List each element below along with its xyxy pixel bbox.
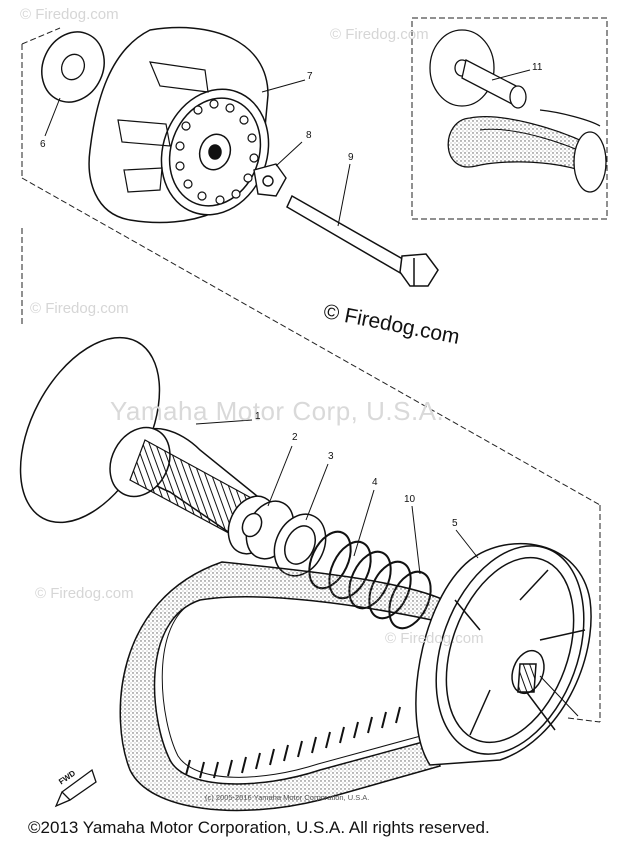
part-7-drum bbox=[88, 26, 270, 224]
watermark-firedog: © Firedog.com bbox=[35, 585, 134, 602]
watermark-yamaha: Yamaha Motor Corp, U.S.A. bbox=[110, 396, 445, 426]
callout-2: 2 bbox=[292, 432, 298, 443]
watermark-firedog: © Firedog.com bbox=[385, 630, 484, 647]
assembly-boundary-lines bbox=[21, 27, 601, 723]
callout-10: 10 bbox=[404, 494, 416, 505]
callout-leaders bbox=[44, 69, 579, 717]
watermark-firedog: © Firedog.com bbox=[30, 300, 129, 317]
inset-pulley bbox=[429, 29, 607, 193]
watermark-firedog: © Firedog.com bbox=[20, 6, 119, 23]
part-9-bolt bbox=[286, 194, 439, 287]
forward-arrow bbox=[54, 768, 97, 808]
callout-4: 4 bbox=[372, 477, 378, 488]
callout-6: 6 bbox=[40, 139, 46, 150]
callout-1: 1 bbox=[255, 411, 261, 422]
belt-teeth bbox=[185, 706, 401, 779]
part-3-spring-seat bbox=[273, 513, 327, 577]
fine-print-copyright: (c) 2005-2016 Yamaha Motor Corporation, … bbox=[205, 793, 370, 802]
callout-8: 8 bbox=[306, 130, 312, 141]
part-5-secondary-sheave bbox=[415, 542, 592, 766]
callout-5: 5 bbox=[452, 518, 458, 529]
drive-belt bbox=[119, 561, 446, 812]
callout-9: 9 bbox=[348, 152, 354, 163]
copyright-footer: ©2013 Yamaha Motor Corporation, U.S.A. A… bbox=[28, 818, 490, 837]
callout-7: 7 bbox=[307, 71, 313, 82]
part-6-washer bbox=[41, 31, 105, 103]
callout-3: 3 bbox=[328, 451, 334, 462]
watermark-firedog: © Firedog.com bbox=[330, 26, 429, 43]
part-8-lock-washer bbox=[253, 163, 287, 197]
callout-11: 11 bbox=[532, 62, 543, 73]
